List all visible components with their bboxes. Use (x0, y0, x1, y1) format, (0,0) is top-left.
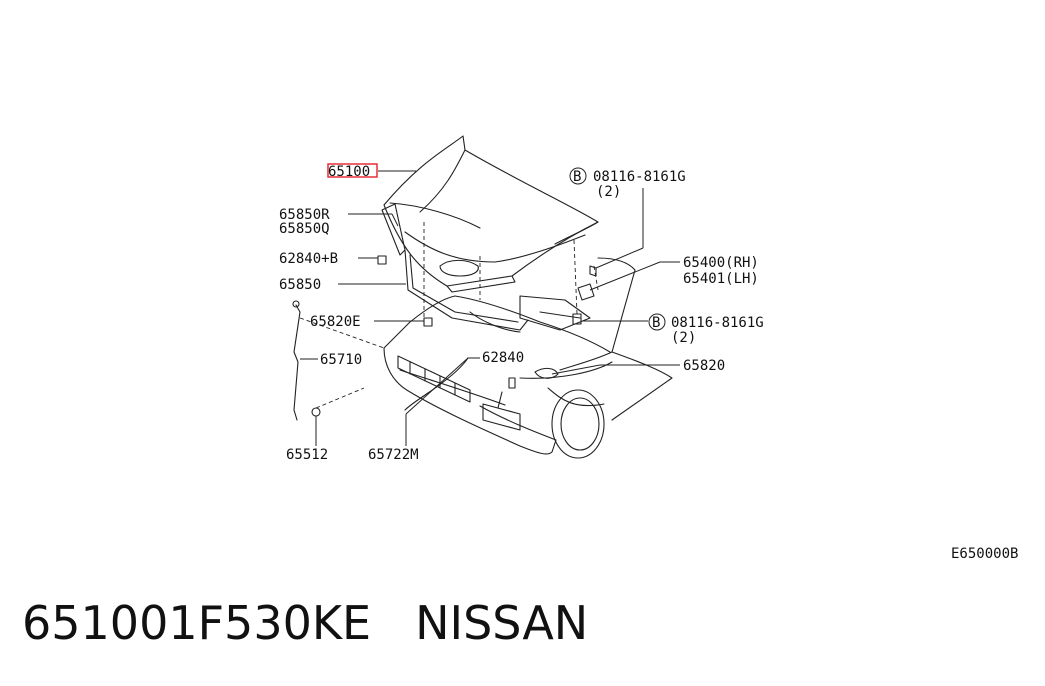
callout-clip-b[interactable]: 62840+B (279, 251, 338, 267)
part-caption: 651001F530KE NISSAN (22, 596, 588, 650)
callout-clip-e[interactable]: 65820E (310, 314, 361, 330)
grille (397, 355, 471, 403)
bolt-top-badge: B (573, 169, 581, 185)
callout-insulator[interactable]: 65820 (683, 358, 725, 374)
callout-cable[interactable]: 65722M (368, 447, 419, 463)
front-seal (381, 203, 406, 256)
callout-seal-r[interactable]: 65850R (279, 207, 330, 223)
front-body (383, 347, 557, 455)
callout-seal[interactable]: 65850 (279, 277, 321, 293)
bolt-mid-badge: B (652, 315, 660, 331)
callout-rod[interactable]: 65710 (320, 352, 362, 368)
callout-seal-q[interactable]: 65850Q (279, 221, 330, 237)
car-drawing (292, 135, 673, 459)
callout-grommet[interactable]: 65512 (286, 447, 328, 463)
callout-hinge-rh[interactable]: 65400(RH) (683, 255, 759, 271)
hood-seal (404, 249, 529, 331)
bolt-top-qty: (2) (596, 184, 621, 200)
callout-clip[interactable]: 62840 (482, 350, 524, 366)
support-rod (293, 304, 301, 421)
callout-bolt-mid[interactable]: B 08116-8161G (2) (648, 313, 764, 346)
part-number: 651001F530KE (22, 596, 372, 650)
hood-scoop (439, 259, 479, 277)
front-wheel (551, 389, 605, 459)
callout-hood[interactable]: 65100 (328, 164, 370, 180)
highlight-box (327, 163, 378, 178)
headlight (482, 403, 521, 431)
figure-code: E650000B (951, 546, 1018, 562)
grommet-part (311, 407, 321, 417)
bolt-mid-text: 08116-8161G (671, 315, 764, 331)
release-cable (404, 357, 469, 411)
leader-lines (300, 170, 680, 446)
bolt-mid-qty: (2) (671, 330, 696, 346)
hood-hinge (577, 283, 595, 301)
callout-bolt-top[interactable]: B 08116-8161G (2) (569, 167, 686, 200)
callout-hinge-lh[interactable]: 65401(LH) (683, 271, 759, 287)
hood-panel (383, 135, 599, 287)
bolt-top-text: 08116-8161G (593, 169, 686, 185)
brand-name: NISSAN (415, 596, 589, 650)
dashed-guides (299, 222, 599, 409)
